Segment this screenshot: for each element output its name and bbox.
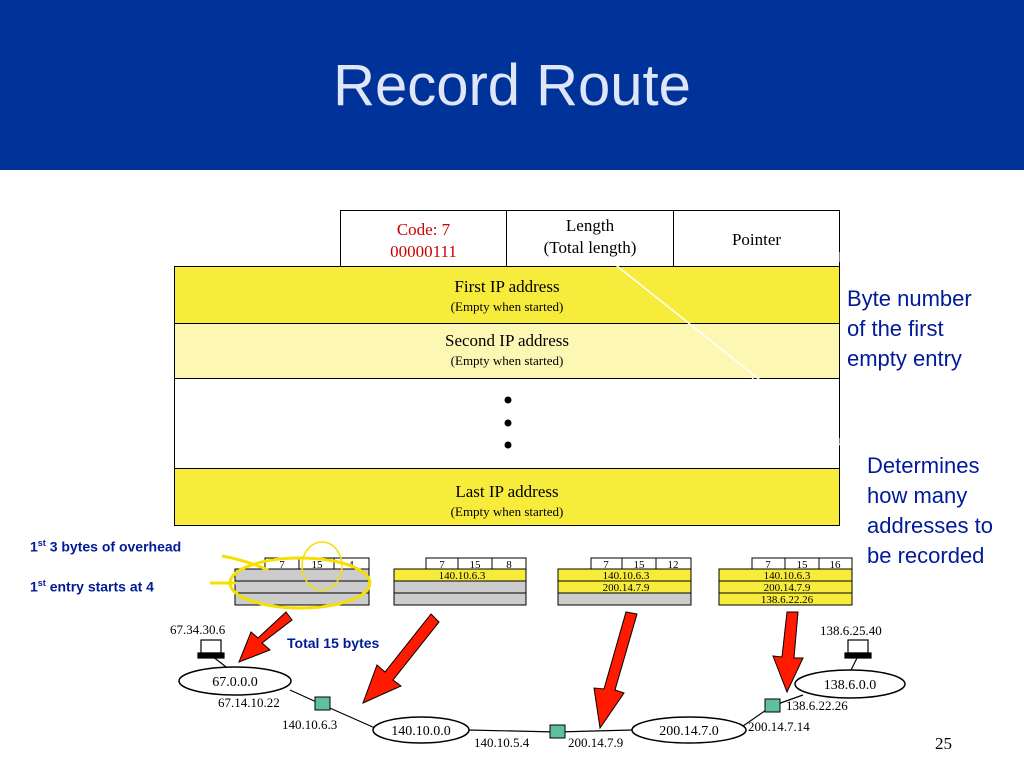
- length-note: Determines how many addresses to be reco…: [867, 451, 993, 571]
- second-ip-sub: (Empty when started): [450, 353, 564, 368]
- host-left-icon: [197, 639, 225, 659]
- total-bytes-label: Total 15 bytes: [287, 635, 380, 651]
- last-ip-sub: (Empty when started): [450, 504, 564, 519]
- packet-3: 7 15 12 140.10.6.3 200.14.7.9: [557, 557, 692, 606]
- first-ip-sub: (Empty when started): [450, 299, 564, 314]
- second-ip-row: Second IP address (Empty when started): [174, 323, 840, 379]
- p3-pointer: 12: [668, 559, 679, 571]
- router-1-icon: [314, 696, 331, 711]
- pointer-field: Pointer: [673, 210, 840, 267]
- length-note-line: be recorded: [867, 543, 985, 568]
- length-note-line: how many: [867, 483, 968, 508]
- p3-code: 7: [603, 559, 609, 571]
- p2-length: 15: [470, 559, 482, 571]
- arrow-4: [772, 611, 804, 694]
- p4-entry-3: 138.6.22.26: [761, 594, 814, 606]
- p1-length: 15: [312, 559, 324, 571]
- iface-5-ip: 200.14.7.14: [748, 719, 810, 734]
- arrow-1: [238, 611, 293, 663]
- overhead-label: 1st 3 bytes of overhead: [30, 538, 181, 555]
- pointer-note-line: Byte number: [847, 286, 972, 311]
- code-binary: 00000111: [390, 242, 457, 261]
- router-2-icon: [549, 724, 566, 739]
- p4-length: 15: [797, 559, 809, 571]
- iface-6-ip: 138.6.22.26: [786, 698, 848, 713]
- first-ip-row: First IP address (Empty when started): [174, 266, 840, 324]
- arrow-2: [362, 613, 440, 704]
- iface-4-ip: 200.14.7.9: [568, 735, 623, 750]
- p2-pointer: 8: [506, 559, 512, 571]
- p2-entry-1: 140.10.6.3: [439, 570, 486, 582]
- entry-text: entry starts at 4: [49, 578, 154, 595]
- pointer-highlight: [301, 541, 343, 591]
- p4-pointer: 16: [830, 559, 842, 571]
- p1-code: 7: [279, 559, 285, 571]
- pointer-note-line: of the first: [847, 316, 944, 341]
- network-4-label: 138.6.0.0: [824, 678, 877, 693]
- network-3-label: 200.14.7.0: [659, 724, 719, 739]
- entry-ordinal-suffix: st: [37, 578, 46, 588]
- entry-ordinal: 1: [30, 578, 38, 595]
- p3-entry-1: 140.10.6.3: [603, 570, 650, 582]
- network-4: [794, 669, 906, 699]
- host-right-icon: [844, 639, 872, 659]
- router-3-icon: [764, 698, 781, 713]
- ellipsis-dots: [504, 396, 512, 449]
- ellipsis-row: [174, 378, 840, 469]
- p3-entry-2: 200.14.7.9: [603, 582, 650, 594]
- last-ip-label: Last IP address: [455, 482, 559, 501]
- iface-3-ip: 140.10.5.4: [474, 735, 530, 750]
- code-field: Code: 7 00000111: [340, 210, 507, 267]
- title-bar: [0, 0, 1024, 170]
- packet-1: 7 15 4: [234, 557, 370, 606]
- overhead-text: 3 bytes of overhead: [49, 538, 182, 555]
- pointer-note-line: empty entry: [847, 346, 962, 371]
- first-ip-label: First IP address: [454, 277, 560, 296]
- code-value: Code: 7: [396, 220, 451, 239]
- length-note-line: addresses to: [867, 513, 993, 538]
- iface-2-ip: 140.10.6.3: [282, 717, 337, 732]
- p1-pointer: 4: [348, 559, 354, 571]
- overhead-highlight: [228, 556, 372, 610]
- p2-code: 7: [439, 559, 445, 571]
- slide-title: Record Route: [333, 53, 691, 118]
- pointer-label: Pointer: [731, 230, 782, 249]
- last-ip-row: Last IP address (Empty when started): [174, 468, 840, 526]
- arrow-3: [593, 611, 638, 730]
- first-entry-label: 1st entry starts at 4: [30, 578, 154, 595]
- host-left-ip: 67.34.30.6: [170, 622, 226, 637]
- overhead-ordinal-suffix: st: [37, 538, 46, 548]
- pointer-note: Byte number of the first empty entry: [847, 284, 972, 374]
- p4-entry-1: 140.10.6.3: [764, 570, 811, 582]
- length-label: Length: [565, 216, 615, 235]
- p4-code: 7: [765, 559, 771, 571]
- network-1: [178, 666, 292, 696]
- packet-2: 7 15 8 140.10.6.3: [393, 557, 527, 606]
- p3-length: 15: [634, 559, 646, 571]
- network-2: [372, 716, 470, 744]
- overhead-ordinal: 1: [30, 538, 38, 555]
- packet-4: 7 15 16 140.10.6.3 200.14.7.9 138.6.22.2…: [718, 557, 853, 606]
- network-1-label: 67.0.0.0: [212, 675, 258, 690]
- length-note-line: Determines: [867, 453, 980, 478]
- length-field: Length (Total length): [506, 210, 674, 267]
- network-2-label: 140.10.0.0: [391, 724, 451, 739]
- network-3: [631, 716, 747, 744]
- length-sub: (Total length): [543, 238, 637, 257]
- host-right-ip: 138.6.25.40: [820, 623, 882, 638]
- second-ip-label: Second IP address: [444, 331, 569, 350]
- iface-1-ip: 67.14.10.22: [218, 695, 280, 710]
- p4-entry-2: 200.14.7.9: [764, 582, 811, 594]
- page-number: 25: [935, 734, 952, 753]
